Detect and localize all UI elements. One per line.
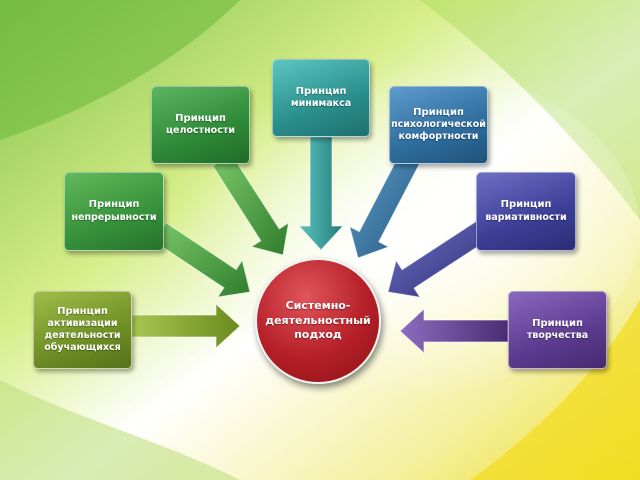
arrow-creativity: [399, 307, 509, 355]
principle-text-line: Принцип: [532, 317, 583, 329]
principle-text-line: Принцип: [175, 112, 226, 124]
arrow-integrity: [212, 153, 290, 256]
center-text-line: Системно-: [285, 298, 351, 312]
principle-text-line: Принцип: [500, 199, 552, 211]
principle-text-line: творчества: [526, 330, 589, 342]
principle-text-line: деятельности: [44, 330, 121, 342]
principle-text-line: Принцип: [88, 199, 140, 211]
arrow-comfort: [348, 152, 421, 259]
principle-text-line: целостности: [166, 125, 235, 137]
principle-text-line: Принцип: [57, 305, 108, 317]
principle-text-line: активизации: [47, 318, 118, 330]
principle-text-line: обучающихся: [44, 342, 121, 354]
arrow-activation: [131, 302, 241, 350]
principle-text-line: вариативности: [485, 211, 567, 223]
principle-text-line: комфортности: [398, 131, 479, 143]
principle-text-line: психологической: [391, 119, 486, 131]
principle-text-line: непрерывности: [71, 211, 157, 223]
principle-text-line: Принцип: [295, 85, 347, 97]
center-text-line: деятельностный: [265, 313, 371, 327]
principle-text-line: минимакса: [290, 98, 352, 110]
arrow-variability: [387, 220, 490, 298]
arrow-continuity: [153, 222, 251, 298]
arrow-minimax: [297, 136, 345, 251]
center-text-line: подход: [294, 328, 342, 342]
principle-text-line: Принцип: [413, 106, 464, 118]
